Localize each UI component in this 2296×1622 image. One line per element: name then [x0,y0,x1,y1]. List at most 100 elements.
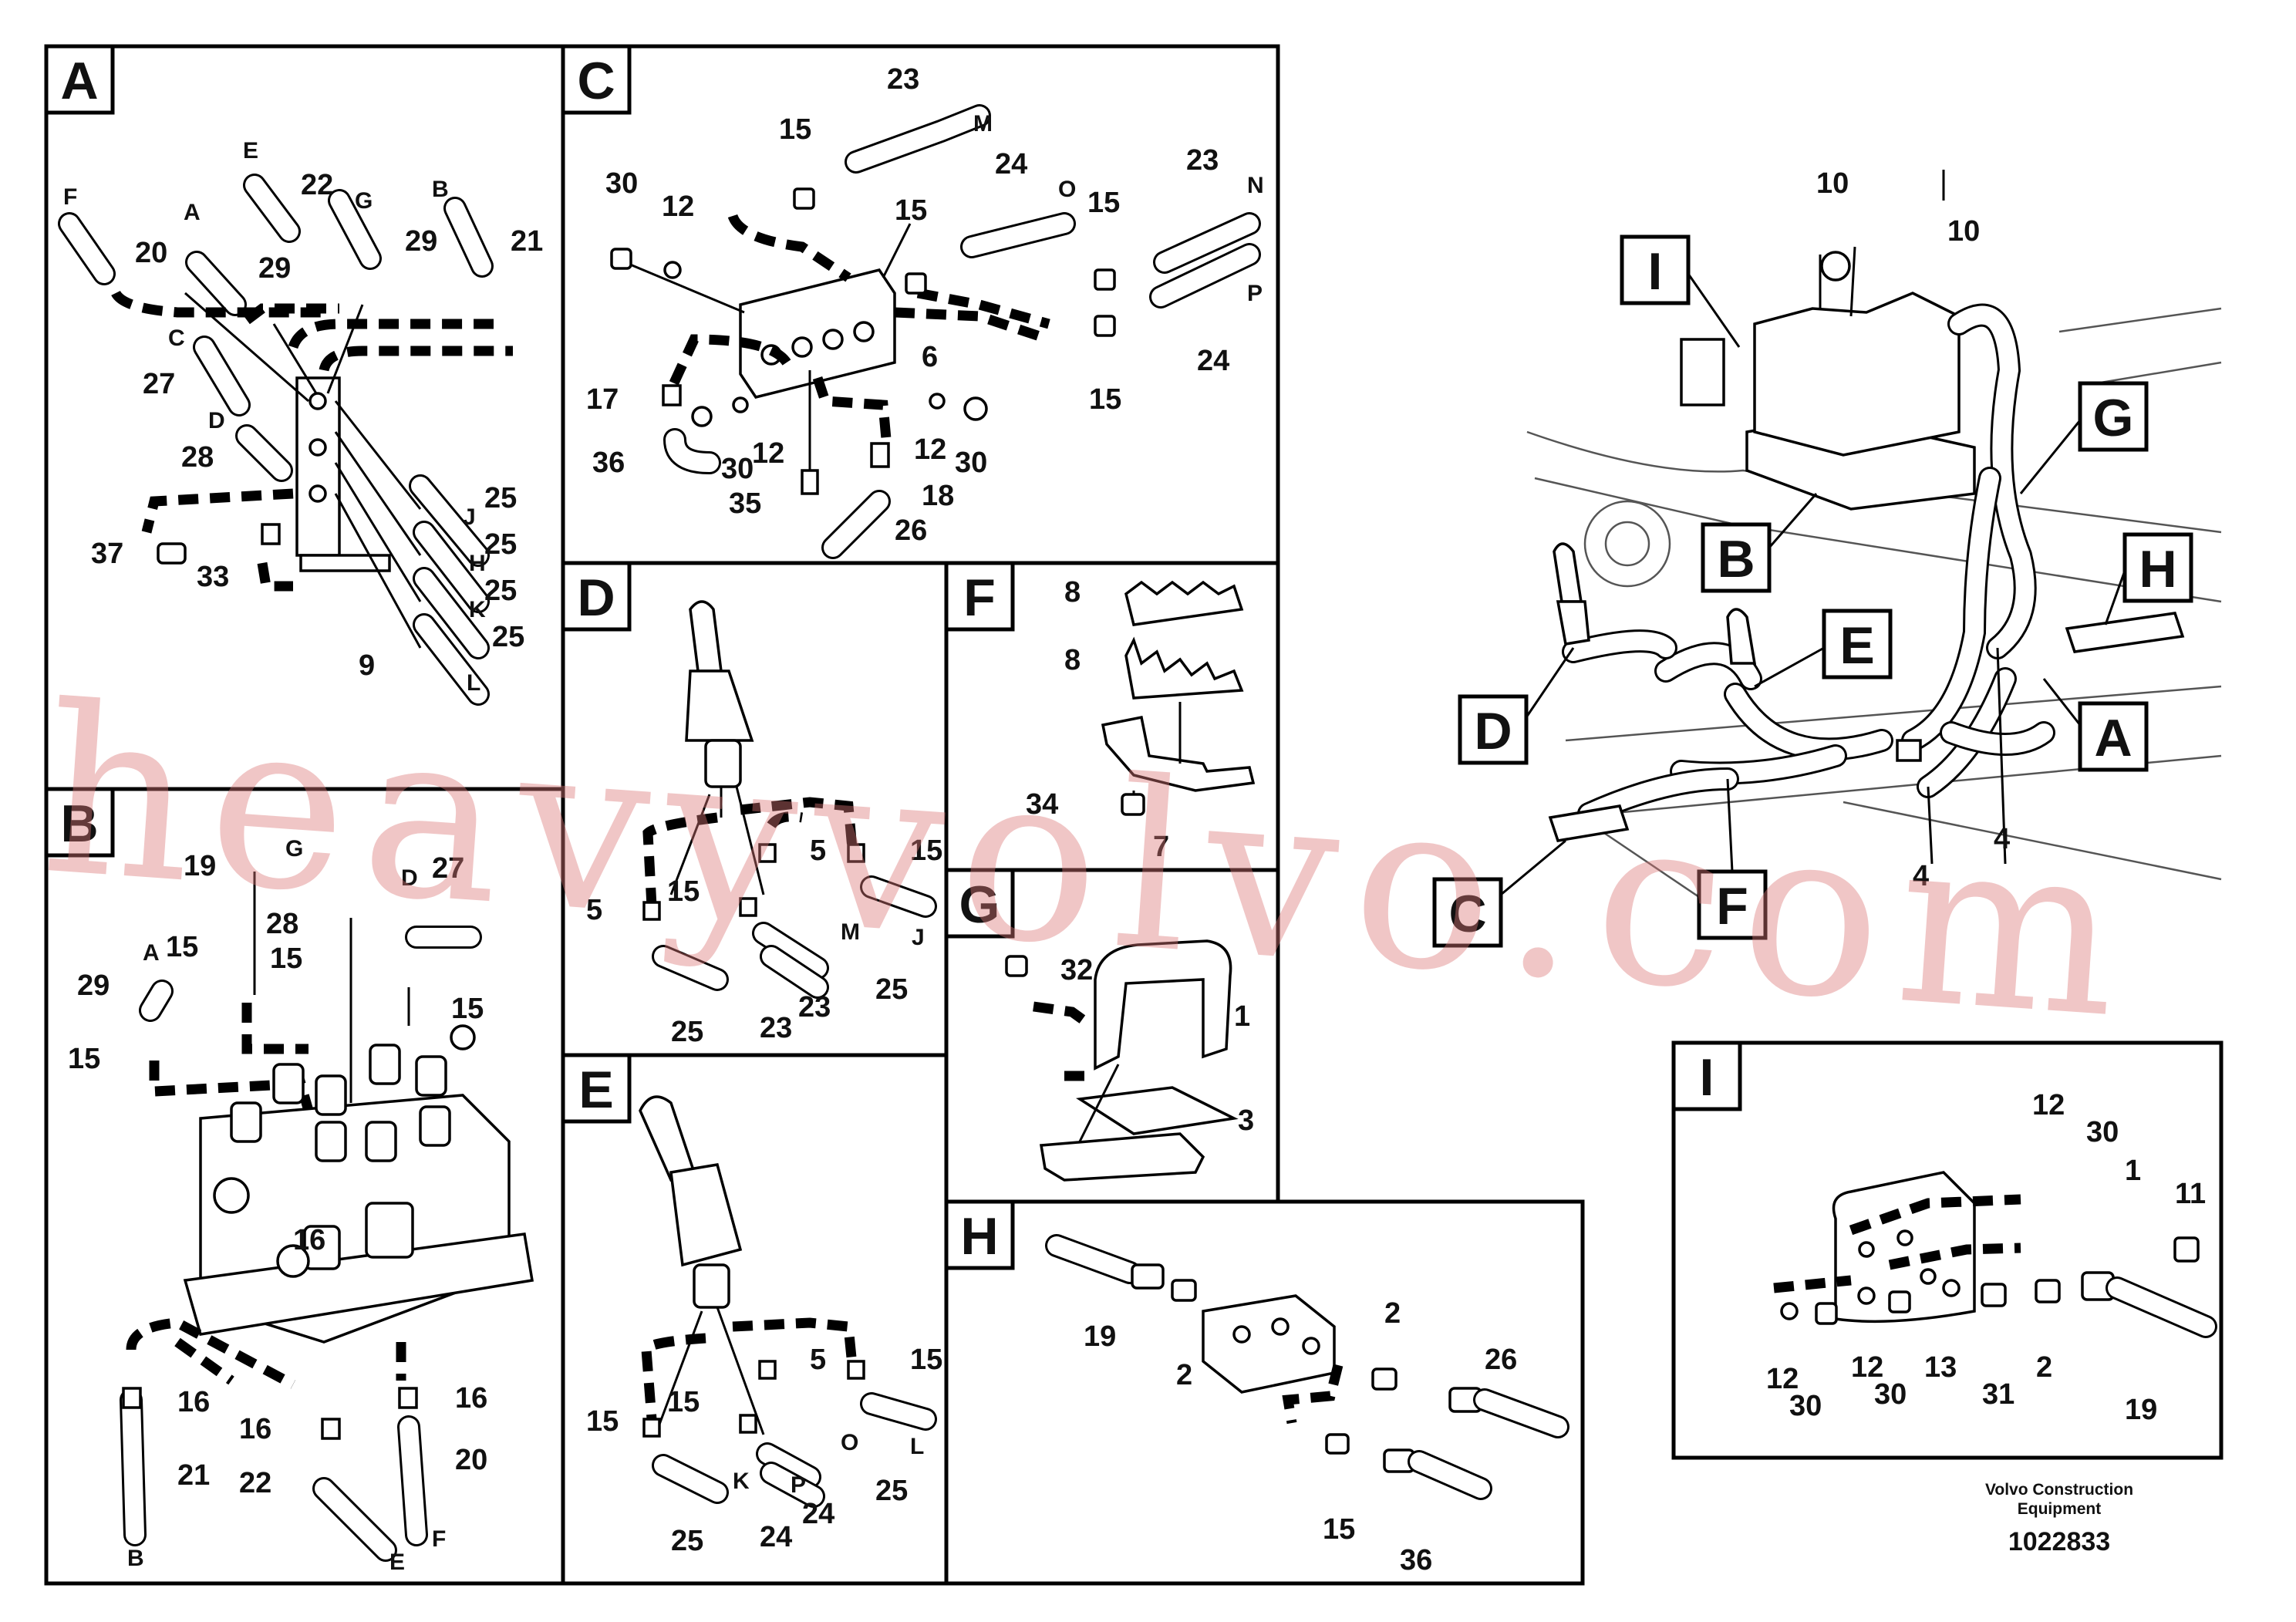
overview-number-labels: 10 10 4 4 [1816,167,2010,892]
svg-text:15: 15 [270,943,302,975]
svg-text:10: 10 [1947,215,1980,248]
view-a-labels: F 20 E 22 A 29 G 29 B 21 C 27 D 28 25 J … [63,138,543,696]
svg-text:8: 8 [1064,644,1081,676]
svg-text:2: 2 [1176,1359,1192,1391]
view-g-drawing [1005,939,1239,1182]
svg-text:25: 25 [484,528,517,561]
svg-text:37: 37 [91,538,123,570]
svg-text:D: D [577,568,615,627]
svg-text:19: 19 [184,850,216,882]
view-d-labels: 5 15 5 15 M J 25 23 23 25 [586,835,942,1048]
svg-text:32: 32 [1060,954,1093,986]
svg-text:16: 16 [239,1413,271,1445]
svg-text:2: 2 [1384,1297,1401,1330]
svg-text:M: M [973,111,993,137]
svg-text:26: 26 [1485,1344,1517,1376]
view-tag-G: G [944,868,1015,939]
company-line-2: Equipment [2017,1500,2102,1518]
drawing-number: 1022833 [2008,1527,2111,1556]
svg-text:33: 33 [197,561,229,593]
svg-text:27: 27 [143,368,175,400]
svg-text:30: 30 [2086,1116,2119,1148]
svg-text:4: 4 [1994,823,2010,855]
svg-text:15: 15 [1089,383,1121,416]
svg-text:15: 15 [68,1043,100,1075]
svg-text:28: 28 [266,908,298,940]
svg-text:28: 28 [181,441,214,474]
svg-text:1: 1 [2125,1155,2141,1187]
svg-text:16: 16 [455,1382,487,1415]
overview-callout-C: C [1432,839,1566,948]
svg-text:O: O [1058,177,1076,202]
svg-text:F: F [1716,877,1748,936]
svg-text:30: 30 [1789,1390,1822,1422]
svg-text:5: 5 [810,835,826,867]
svg-text:12: 12 [914,433,946,466]
svg-text:19: 19 [1084,1320,1116,1353]
svg-text:31: 31 [1982,1378,2014,1411]
svg-text:L: L [467,670,480,696]
view-tag-I: I [1671,1040,1742,1111]
overview-callout-F: F [1697,778,1768,940]
svg-text:9: 9 [359,649,375,682]
svg-text:16: 16 [177,1386,210,1418]
svg-text:25: 25 [875,973,908,1006]
svg-text:35: 35 [729,487,761,520]
svg-text:J: J [912,925,925,950]
view-tag-H: H [944,1199,1015,1270]
svg-text:36: 36 [1400,1544,1432,1576]
svg-text:15: 15 [910,1344,942,1376]
view-i-labels: 12 30 1 11 12 30 12 30 13 31 2 19 [1766,1089,2206,1426]
view-tag-F: F [944,561,1015,632]
svg-text:A: A [143,940,160,966]
svg-text:5: 5 [586,894,602,926]
svg-text:11: 11 [2175,1178,2206,1210]
overview-callout-D: D [1458,647,1575,765]
svg-text:F: F [963,568,996,627]
svg-text:B: B [127,1546,144,1571]
svg-text:A: A [184,200,201,225]
svg-text:J: J [463,504,476,530]
view-tag-E: E [561,1053,632,1124]
company-line-1: Volvo Construction [1984,1481,2134,1499]
svg-text:20: 20 [135,237,167,269]
svg-text:E: E [1839,616,1874,675]
view-i-drawing [1773,1171,2217,1338]
svg-text:17: 17 [586,383,619,416]
svg-text:12: 12 [1851,1351,1883,1384]
svg-text:C: C [577,52,615,110]
svg-text:8: 8 [1064,576,1081,609]
svg-text:30: 30 [721,453,754,485]
svg-text:12: 12 [752,437,784,470]
overview-assembly [1526,170,2222,939]
svg-text:23: 23 [1186,144,1219,177]
view-c-labels: 23 M 15 24 O 15 23 N 30 12 15 6 P 17 24 … [586,63,1264,547]
svg-text:K: K [469,597,486,622]
svg-text:10: 10 [1816,167,1849,200]
svg-text:24: 24 [760,1521,792,1553]
overview-callout-I: I [1620,234,1741,348]
svg-text:L: L [910,1434,924,1459]
svg-text:13: 13 [1924,1351,1957,1384]
svg-text:23: 23 [760,1012,792,1044]
svg-text:25: 25 [484,575,517,607]
svg-text:15: 15 [895,194,927,227]
svg-text:C: C [1448,885,1486,943]
view-e-drawing [639,1095,937,1508]
svg-text:O: O [841,1430,858,1455]
view-e-labels: 5 15 15 15 O L K P 25 24 24 25 [586,1344,942,1557]
svg-text:3: 3 [1238,1104,1254,1137]
svg-text:20: 20 [455,1444,487,1476]
svg-text:H: H [2139,540,2176,599]
svg-text:P: P [791,1472,806,1498]
svg-text:25: 25 [875,1475,908,1507]
svg-text:C: C [168,325,185,351]
svg-text:5: 5 [810,1344,826,1376]
svg-text:22: 22 [301,169,333,201]
svg-text:24: 24 [802,1498,834,1530]
svg-text:15: 15 [910,835,942,867]
svg-text:P: P [1247,281,1263,306]
svg-text:21: 21 [177,1459,210,1492]
svg-text:25: 25 [492,621,524,653]
view-h-drawing [1045,1234,1569,1500]
